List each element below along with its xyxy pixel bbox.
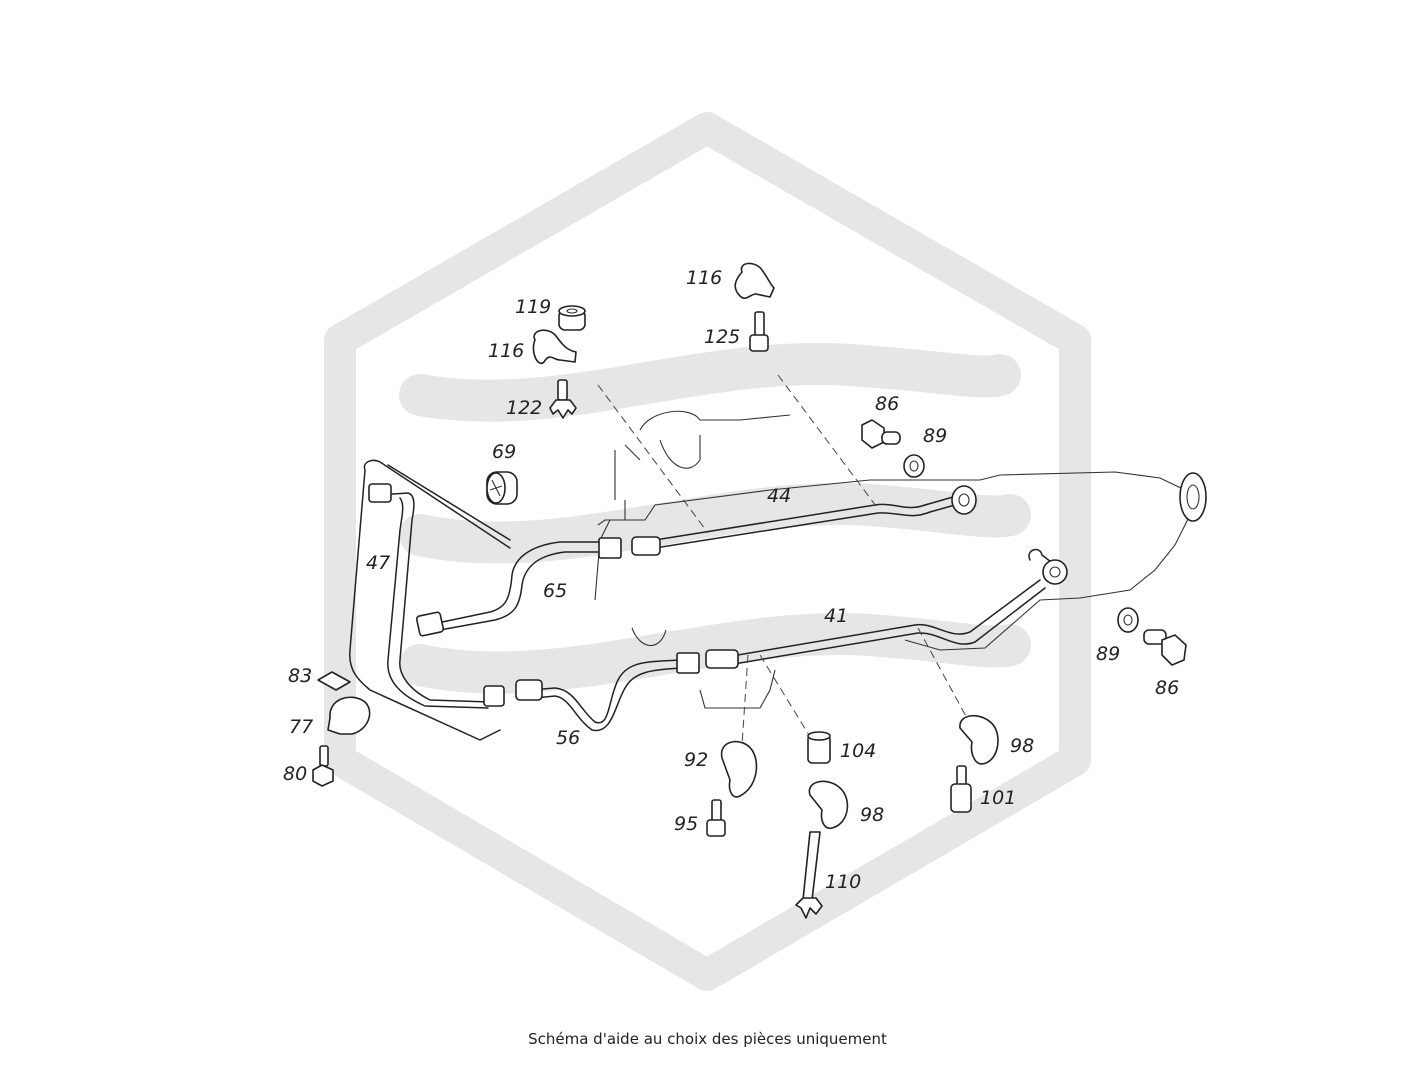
clamp-98-lower [808, 780, 849, 830]
washer-89-right [1117, 607, 1139, 633]
callout-95: 95 [674, 813, 698, 835]
callout-116-left: 116 [488, 340, 524, 362]
clamp-92 [720, 740, 758, 798]
banjo-bolt-86-right [1143, 629, 1187, 666]
watermark-wave-middle [399, 483, 1031, 564]
callout-86-right: 86 [1155, 677, 1179, 699]
callout-47: 47 [366, 552, 390, 574]
callout-41: 41 [824, 605, 848, 627]
line-41-pipe [719, 579, 1046, 667]
callout-119: 119 [515, 296, 551, 318]
callout-89-right: 89 [1096, 643, 1120, 665]
line-41-end-hook [1028, 548, 1056, 566]
stud-101 [950, 765, 972, 813]
callout-labels: 41 44 47 56 65 69 77 80 83 86 86 89 89 9… [283, 267, 1179, 893]
small-parts [312, 262, 1187, 919]
banjo-41-hole [1049, 566, 1061, 578]
watermark-wave-bottom [399, 613, 1031, 694]
grommet-69 [486, 471, 518, 505]
callout-122: 122 [506, 397, 542, 419]
fitting-65-lower-nut [415, 611, 445, 637]
bolt-80 [312, 745, 334, 787]
banjo-bolt-86-top [861, 419, 901, 449]
callout-98-right: 98 [1010, 735, 1034, 757]
leader-98 [917, 627, 969, 721]
cooler-lines [349, 459, 1056, 741]
leader-125 [777, 374, 877, 507]
spacer-104 [807, 731, 831, 764]
clamp-77 [327, 696, 371, 735]
callout-44: 44 [767, 485, 791, 507]
bolt-122 [549, 379, 577, 419]
line-fittings [368, 483, 1068, 707]
callout-77: 77 [289, 716, 313, 738]
callout-92: 92 [684, 749, 708, 771]
plate-83 [317, 671, 351, 691]
banjo-44 [951, 485, 977, 515]
banjo-44-hole [958, 493, 970, 507]
bolt-110 [795, 831, 823, 919]
banjo-41 [1042, 559, 1068, 585]
line-47-pipe-inner [387, 497, 489, 709]
line-56-pipe [529, 659, 683, 732]
housing-upper-bell [614, 410, 791, 500]
leader-122 [597, 384, 709, 534]
stud-125 [749, 311, 769, 352]
callout-116-top: 116 [686, 267, 722, 289]
callout-98-lower: 98 [860, 804, 884, 826]
callout-125: 125 [704, 326, 740, 348]
fitting-44-nut [631, 536, 661, 556]
fitting-41-nut [705, 649, 739, 669]
line-65-pipe [427, 541, 606, 631]
diagram-caption: Schéma d'aide au choix des pièces unique… [528, 1030, 887, 1048]
clamp-116-right [734, 262, 775, 300]
bolt-95 [706, 799, 726, 837]
callout-110: 110 [825, 871, 861, 893]
line-47-pipe [379, 492, 491, 703]
housing-top-outline [597, 471, 1186, 526]
watermark-hexagon [324, 112, 1091, 991]
leader-lines [597, 374, 969, 746]
spacer-119 [558, 305, 586, 331]
output-flange-inner [1186, 484, 1200, 510]
callout-104: 104 [840, 740, 876, 762]
transmission-housing [594, 410, 1207, 709]
clamp-98-right [959, 714, 999, 765]
hexagon-logo-watermark [324, 112, 1091, 991]
callout-69: 69 [492, 441, 516, 463]
housing-bottom-outline [699, 514, 1191, 709]
fitting-65-upper-nut [598, 537, 622, 559]
fitting-56-left-nut [515, 679, 543, 701]
fitting-56-right-nut [676, 652, 700, 674]
output-flange [1179, 472, 1207, 522]
callout-89-top: 89 [923, 425, 947, 447]
clamp-116-left [532, 329, 577, 365]
callout-65: 65 [543, 580, 567, 602]
callout-86-top: 86 [875, 393, 899, 415]
fitting-47-lower-nut [483, 685, 505, 707]
leader-104 [759, 654, 813, 741]
callout-83: 83 [288, 665, 312, 687]
callout-80: 80 [283, 763, 307, 785]
watermark-wave-top [399, 343, 1021, 422]
cooler-frame-outline [349, 459, 511, 741]
callout-56: 56 [556, 727, 580, 749]
fitting-47-top [368, 483, 392, 503]
leader-92 [741, 654, 749, 746]
callout-101: 101 [980, 787, 1016, 809]
washer-89-top [903, 454, 925, 478]
